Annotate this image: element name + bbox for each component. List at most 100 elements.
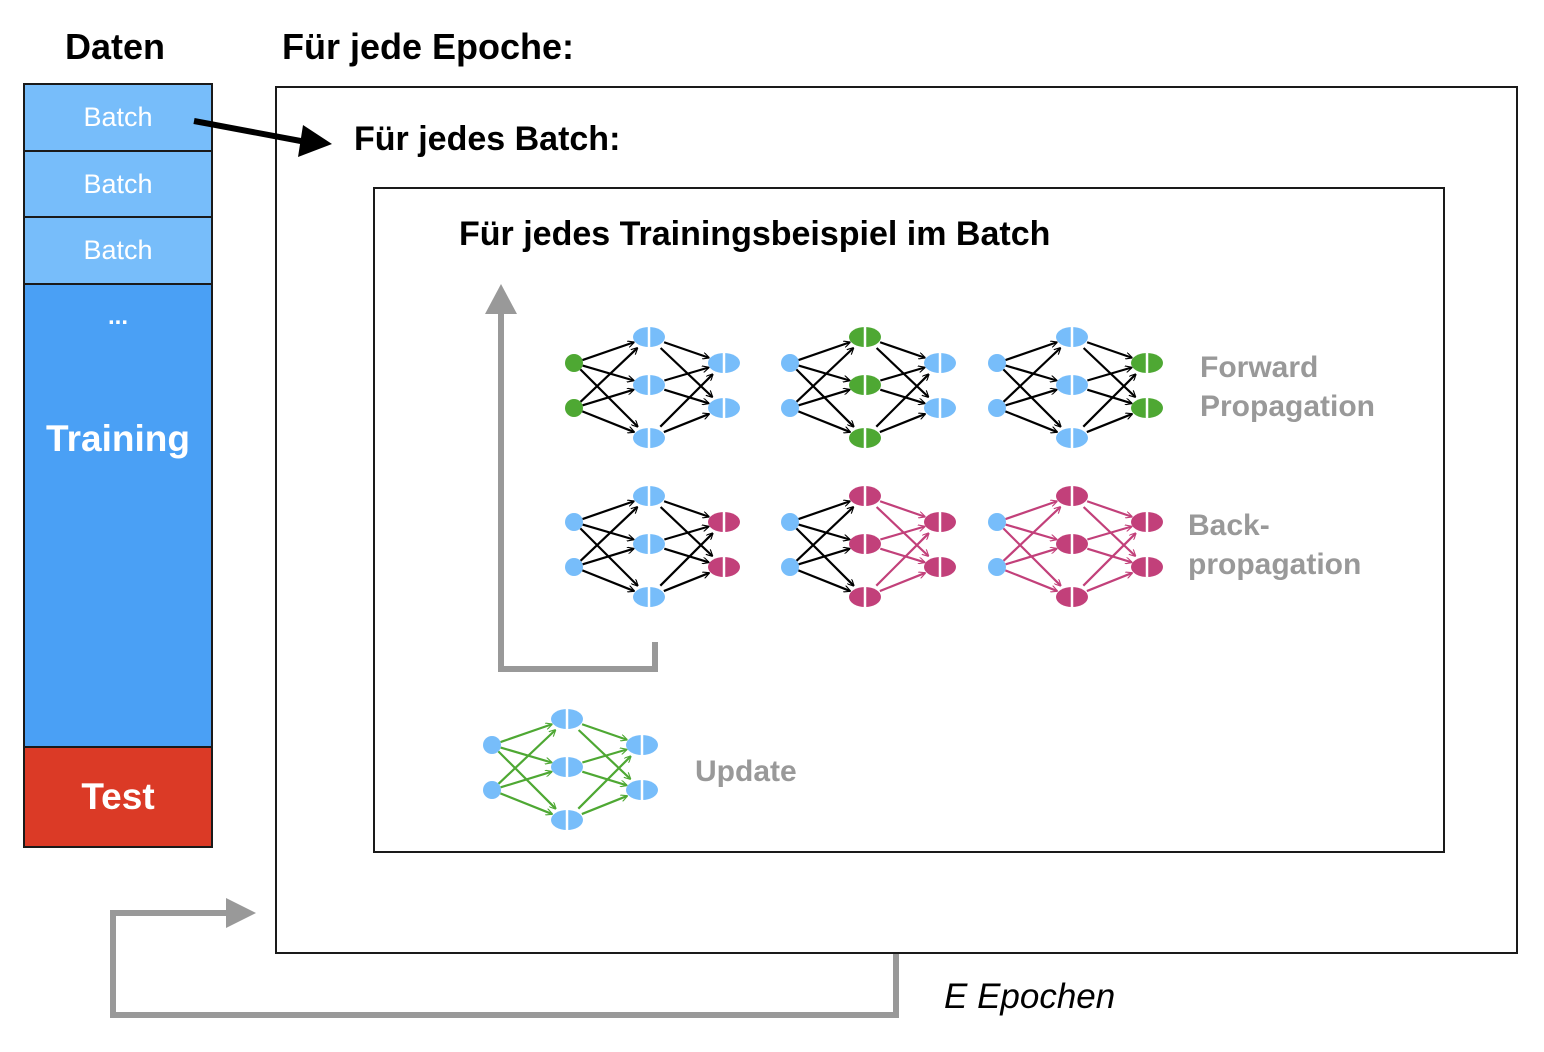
network-edge — [664, 527, 708, 541]
network-edge — [659, 506, 713, 556]
input-node — [483, 781, 501, 799]
network-edge — [499, 792, 552, 814]
network-edge — [582, 501, 634, 521]
training-label: Training — [46, 418, 190, 459]
network-edge — [581, 723, 627, 740]
network-edge — [1005, 342, 1057, 362]
epochs-count-label: E Epochen — [944, 977, 1116, 1016]
batch-label: Batch — [83, 102, 153, 132]
network-edge — [875, 533, 928, 587]
input-node — [988, 558, 1006, 576]
network-edge — [1005, 501, 1057, 521]
input-node — [781, 558, 799, 576]
input-node — [781, 354, 799, 372]
training-segment: ... Training — [25, 285, 211, 748]
network-edge — [1005, 390, 1057, 407]
example-loop-title: Für jedes Trainingsbeispiel im Batch — [459, 215, 1051, 253]
forward-propagation-label: Forward Propagation — [1200, 351, 1376, 423]
network-edge — [1086, 414, 1132, 434]
network-forward-2 — [781, 327, 956, 448]
network-edge — [1005, 549, 1057, 566]
network-edge — [797, 410, 850, 432]
network-edge — [500, 746, 552, 763]
network-edge — [579, 507, 638, 562]
input-node — [988, 354, 1006, 372]
network-edge — [582, 364, 634, 381]
network-edge — [795, 507, 854, 562]
network-edge — [577, 729, 631, 779]
backpropagation-label: Back- propagation — [1188, 509, 1362, 581]
input-node — [988, 399, 1006, 417]
network-edge — [1086, 500, 1132, 517]
network-edge — [879, 573, 925, 593]
network-edge — [1002, 348, 1061, 403]
input-node — [781, 513, 799, 531]
data-column-title: Daten — [65, 26, 166, 67]
input-node — [565, 354, 583, 372]
network-forward-1 — [565, 327, 740, 448]
network-edge — [1004, 410, 1057, 432]
network-edge — [1005, 523, 1057, 540]
input-node — [988, 513, 1006, 531]
network-edge — [581, 796, 627, 816]
network-edge — [500, 772, 552, 789]
network-edge — [879, 388, 924, 404]
example-repeat-arrow-head — [485, 284, 517, 314]
network-edge — [663, 414, 709, 434]
network-edge — [1086, 547, 1131, 563]
network-edge — [1082, 347, 1136, 397]
network-forward-3 — [988, 327, 1163, 448]
batch-arrow — [193, 118, 307, 145]
network-edge — [798, 549, 850, 566]
network-edge — [582, 390, 634, 407]
batch-segment-1: Batch — [25, 85, 211, 152]
network-edge — [1082, 374, 1135, 428]
network-edge — [577, 756, 630, 810]
network-edge — [659, 533, 712, 587]
network-edge — [1004, 569, 1057, 591]
test-label: Test — [81, 776, 155, 817]
network-edge — [875, 374, 928, 428]
network-edge — [798, 501, 850, 521]
batch-label: Batch — [83, 235, 153, 265]
networks — [483, 327, 1163, 830]
batch-segment-2: Batch — [25, 152, 211, 218]
network-edge — [880, 527, 924, 541]
network-edge — [875, 506, 929, 556]
network-backprop-2 — [781, 486, 956, 607]
network-edge — [659, 374, 712, 428]
network-edge — [879, 547, 924, 563]
network-edge — [875, 347, 929, 397]
test-segment: Test — [25, 748, 211, 846]
input-node — [565, 399, 583, 417]
network-edge — [659, 347, 713, 397]
network-edge — [663, 573, 709, 593]
network-edge — [1005, 364, 1057, 381]
network-edge — [797, 569, 850, 591]
network-edge — [1082, 506, 1136, 556]
input-node — [781, 399, 799, 417]
network-edge — [1082, 533, 1135, 587]
network-edge — [798, 364, 850, 381]
batch-label: Batch — [83, 168, 153, 199]
network-edge — [795, 348, 854, 403]
network-edge — [1086, 388, 1131, 404]
epoch-loop-box — [275, 86, 1518, 954]
epoch-repeat-arrow-head — [226, 898, 256, 928]
example-loop-box — [373, 187, 1445, 853]
network-edge — [1087, 368, 1131, 382]
network-edge — [798, 390, 850, 407]
example-repeat-arrow — [498, 312, 658, 672]
network-edge — [500, 724, 552, 744]
network-edge — [582, 523, 634, 540]
network-edge — [581, 410, 634, 432]
network-edge — [582, 549, 634, 566]
network-edge — [581, 569, 634, 591]
network-edge — [579, 348, 638, 403]
epoch-repeat-arrow — [110, 910, 899, 1018]
network-edge — [879, 500, 925, 517]
network-edge — [798, 342, 850, 362]
data-column: Batch Batch Batch ... Training Test — [23, 83, 213, 848]
network-edge — [497, 730, 556, 785]
